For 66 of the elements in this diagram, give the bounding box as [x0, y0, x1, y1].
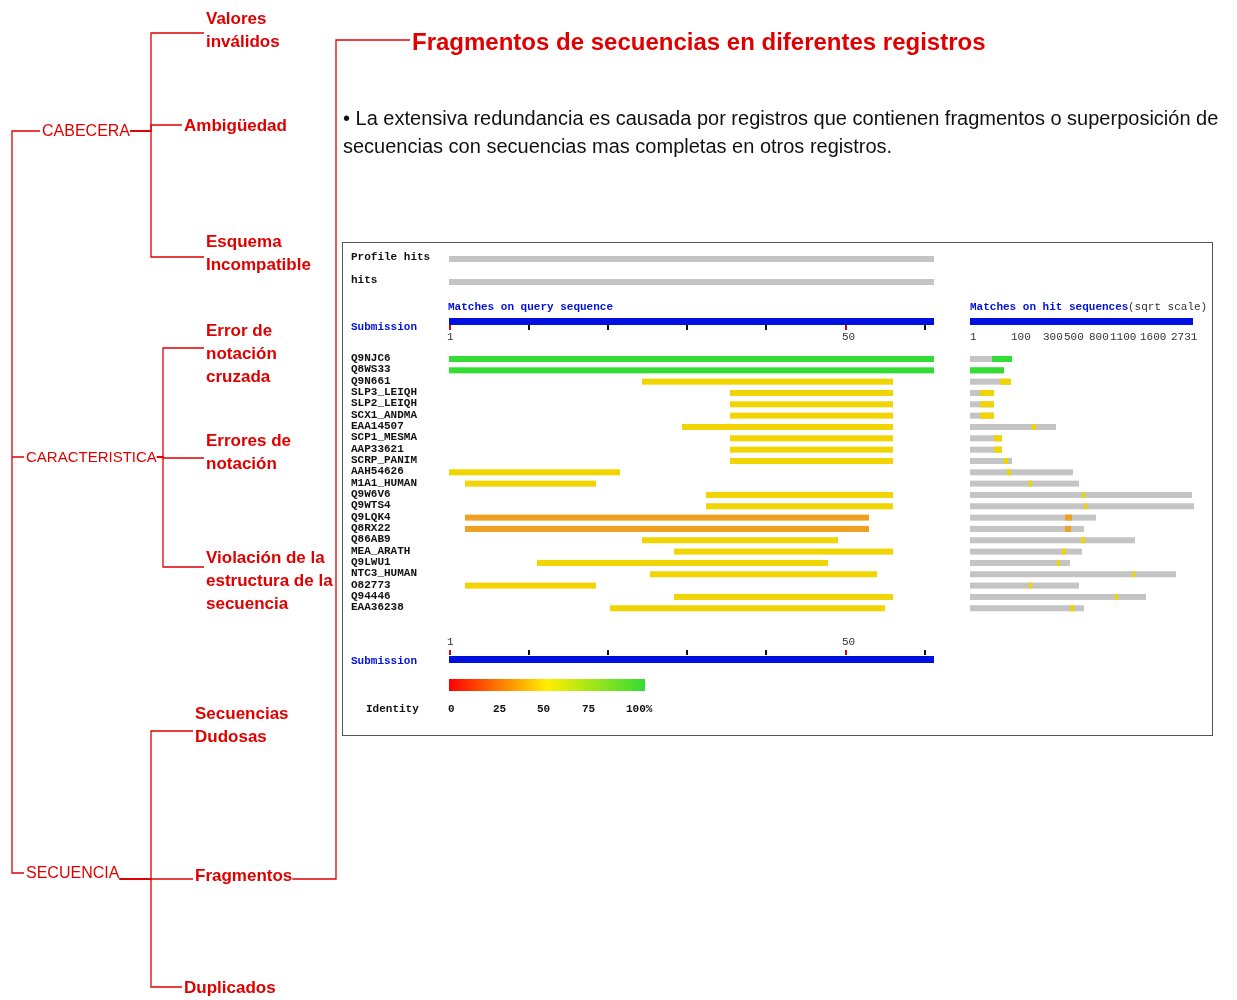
connector-line — [129, 130, 205, 258]
axis-note: (sqrt scale) — [1128, 301, 1208, 313]
sequence-id: Q9NJC6 — [351, 352, 391, 364]
track-label: Submission — [351, 321, 417, 333]
item-label: Violación de la estructura de la secuencia — [206, 546, 341, 615]
sequence-id: M1A1_HUMAN — [351, 476, 417, 489]
sequence-id: Q86AB9 — [351, 533, 391, 546]
sequence-id: Q9LQK4 — [351, 510, 391, 523]
axis-tick-label: 1 — [970, 331, 977, 343]
sequence-id: EAA36238 — [351, 601, 404, 614]
sequence-id: Q9LWU1 — [351, 555, 391, 568]
category-label: CABECERA — [42, 121, 131, 141]
connector-line — [156, 456, 205, 568]
scale-title: Identity — [366, 703, 419, 715]
axis-tick-label: 2731 — [1171, 331, 1198, 343]
sequence-id: SLP3_LEIQH — [351, 386, 417, 398]
scale-tick-label: 50 — [537, 703, 551, 715]
sequence-id: SCRP_PANIM — [351, 453, 417, 466]
category-label: SECUENCIA — [26, 863, 120, 883]
sequence-id: O82773 — [351, 578, 391, 591]
item-label: Ambigüedad — [184, 114, 287, 137]
scale-tick-label: 25 — [493, 703, 507, 715]
axis-tick-label: 1600 — [1140, 331, 1167, 343]
item-label: Errores de notación — [206, 429, 306, 475]
sequence-id: AAH54626 — [351, 465, 404, 478]
sequence-id: SLP2_LEIQH — [351, 397, 417, 410]
axis-tick-label: 50 — [842, 636, 856, 648]
axis-tick-label: 300 — [1043, 331, 1063, 343]
axis-tick-label: 50 — [842, 331, 856, 343]
axis-tick-label: 1100 — [1110, 331, 1137, 343]
description-text: • La extensiva redundancia es causada por registros que contienen fragmentos o superposición de secuencias con secuencias mas completas en otros registros. — [343, 106, 1220, 159]
sequence-id: Q9WTS4 — [351, 499, 391, 512]
item-label: Fragmentos — [195, 864, 293, 887]
axis-title: Matches on query sequence — [448, 301, 614, 313]
sequence-id: Q8WS33 — [351, 363, 391, 376]
sequence-id: EAA14507 — [351, 419, 404, 432]
axis-title: Matches on hit sequences — [970, 301, 1129, 313]
heading-text: Fragmentos de secuencias en diferentes registros — [412, 28, 986, 56]
sequence-id: NTC3_HUMAN — [351, 567, 417, 580]
item-label: Error de notación cruzada — [206, 319, 301, 388]
category-label: CARACTERISTICA — [26, 447, 157, 466]
sequence-id: SCP1_MESMA — [351, 431, 417, 444]
track-label: Profile hits — [351, 251, 431, 263]
connector-line — [291, 39, 411, 880]
scale-tick-label: 100% — [626, 703, 653, 715]
item-label: Valores inválidos — [206, 7, 301, 53]
track-label: hits — [351, 274, 378, 286]
axis-tick-label: 800 — [1089, 331, 1109, 343]
axis-tick-label: 1 — [447, 331, 454, 343]
scale-tick-label: 0 — [448, 703, 455, 715]
sequence-id: Q8RX22 — [351, 521, 391, 534]
track-label: Submission — [351, 655, 417, 667]
item-label: Esquema Incompatible — [206, 230, 321, 276]
sequence-id: Q9W6V6 — [351, 487, 391, 500]
sequence-id: SCX1_ANDMA — [351, 408, 417, 421]
connector-line — [118, 878, 183, 988]
axis-tick-label: 500 — [1064, 331, 1084, 343]
sequence-id: AAP33621 — [351, 442, 404, 455]
item-label: Secuencias Dudosas — [195, 702, 300, 748]
item-label: Duplicados — [184, 976, 276, 999]
scale-tick-label: 75 — [582, 703, 596, 715]
sequence-id: Q94446 — [351, 589, 391, 602]
sequence-id: Q9N661 — [351, 374, 391, 387]
axis-tick-label: 100 — [1011, 331, 1031, 343]
axis-tick-label: 1 — [447, 636, 454, 648]
sequence-id: MEA_ARATH — [351, 544, 411, 557]
